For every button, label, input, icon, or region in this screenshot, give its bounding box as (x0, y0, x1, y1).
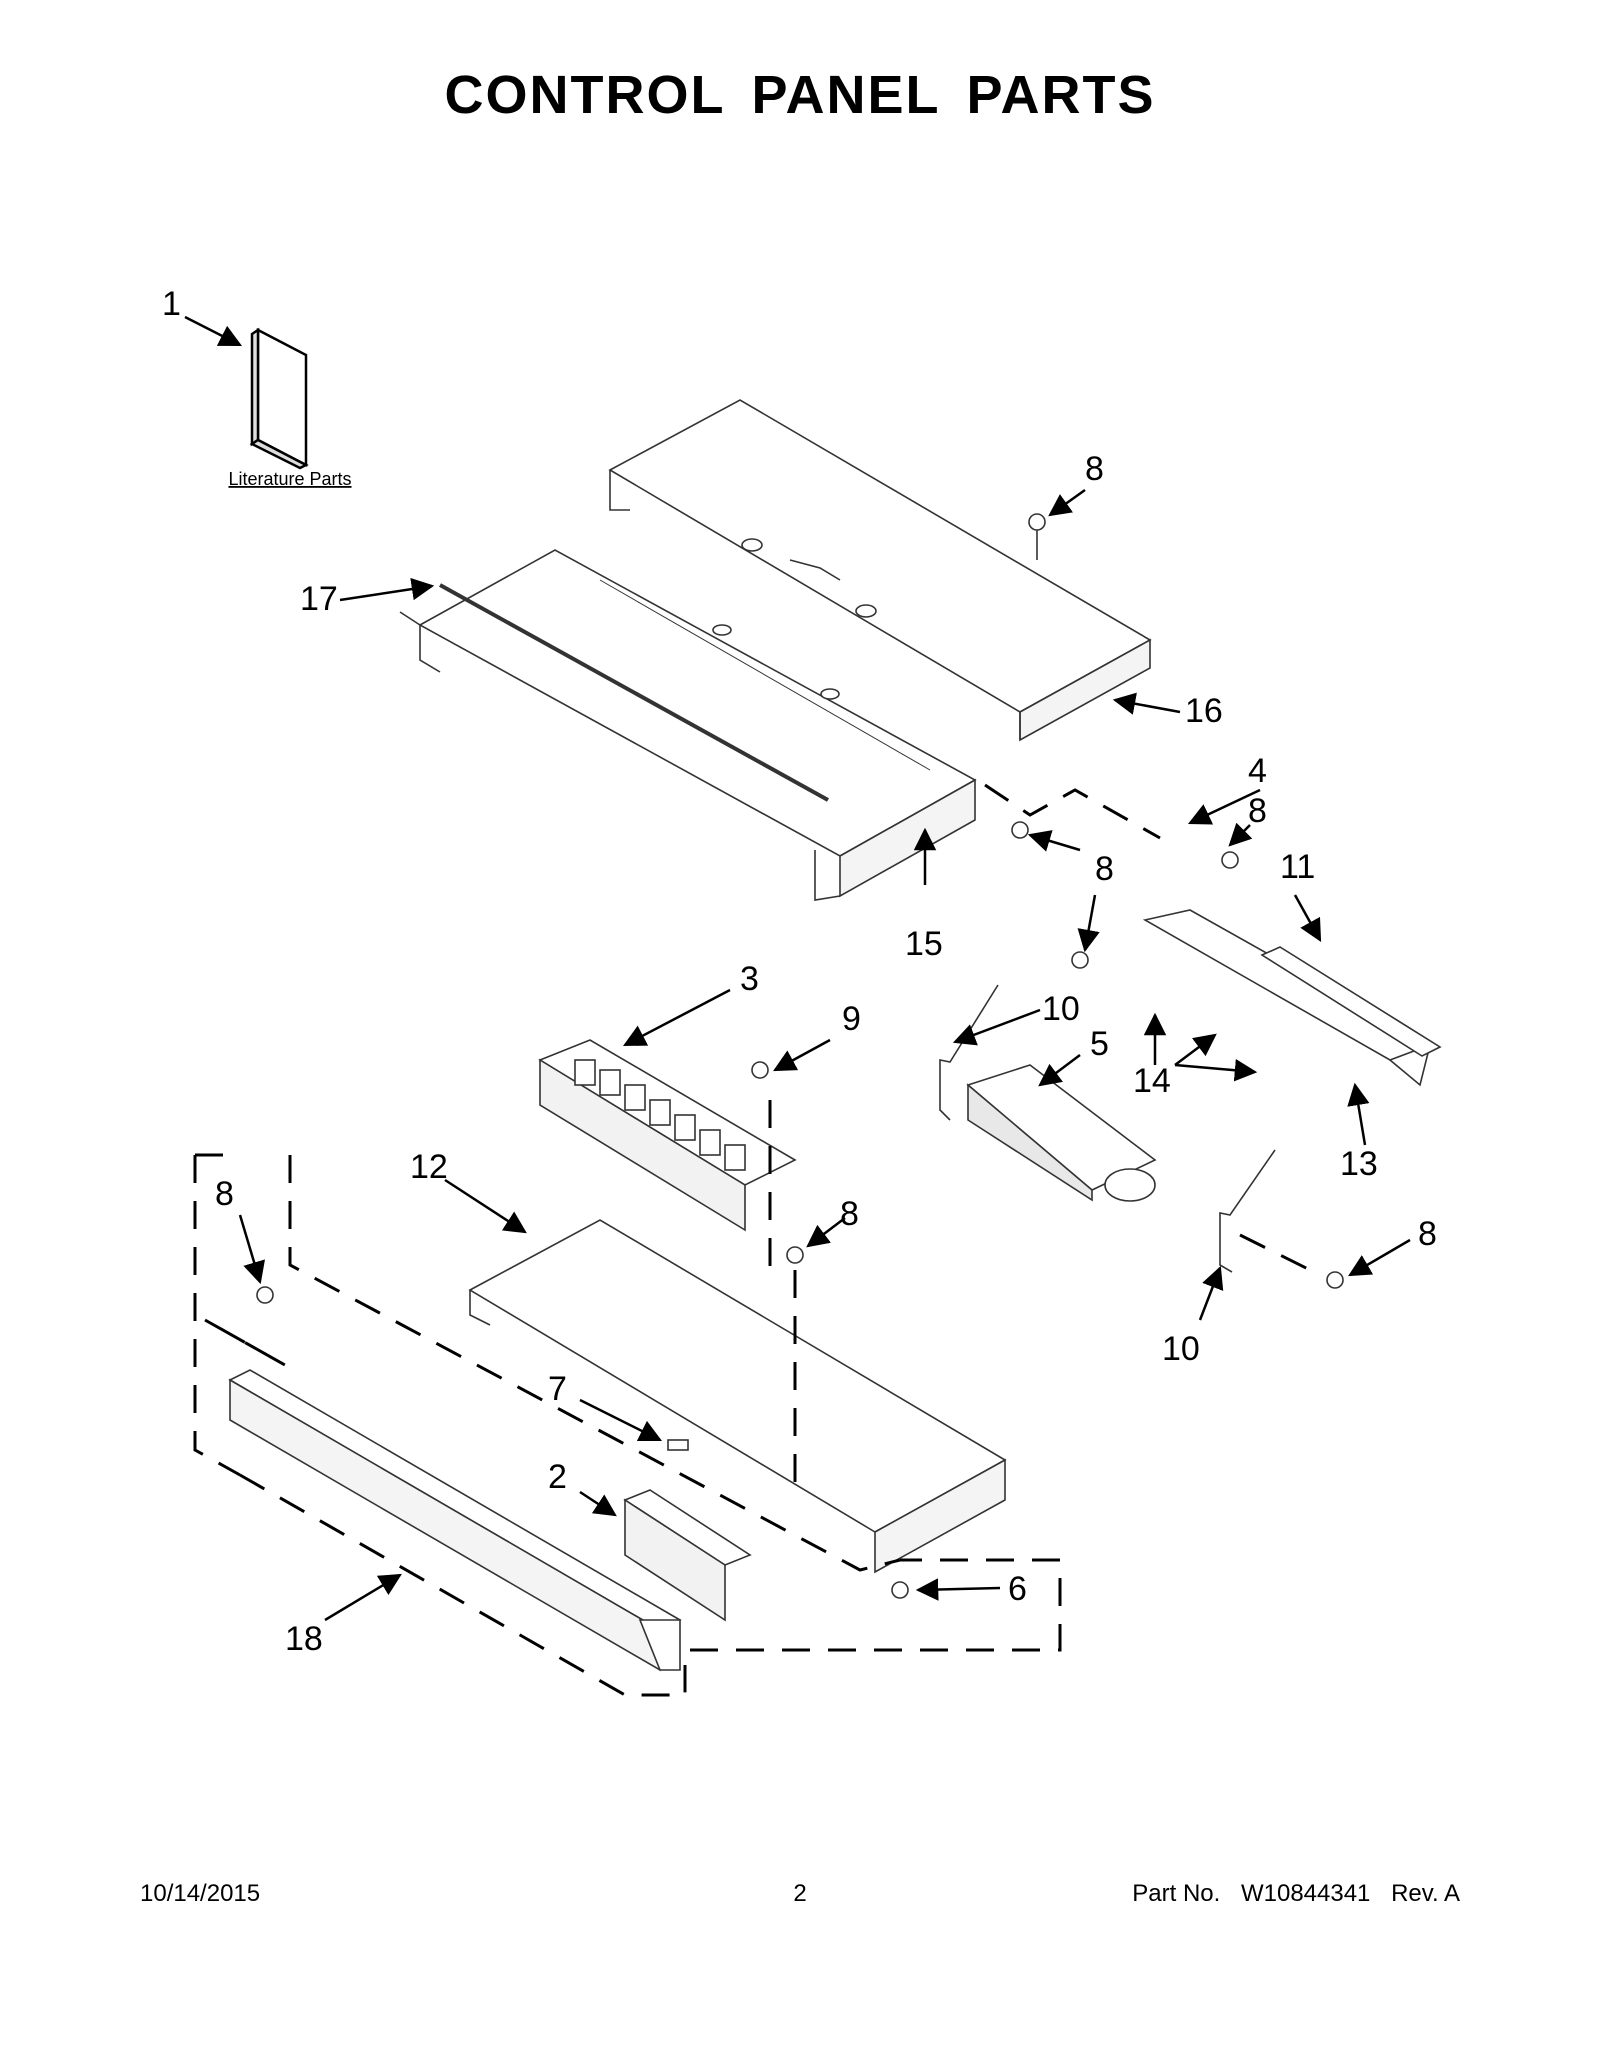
callout-7: 7 (548, 1370, 567, 1408)
callout-1: 1 (162, 285, 181, 323)
bottom-panel (468, 1219, 1007, 1574)
callout-14: 14 (1133, 1062, 1171, 1100)
insulation-strip (1260, 946, 1442, 1057)
console-trim (228, 1369, 682, 1672)
callout-13: 13 (1340, 1145, 1378, 1183)
assembly-lines (193, 783, 1321, 1697)
callout-4: 4 (1248, 752, 1267, 790)
callout-8: 8 (1095, 850, 1114, 888)
callout-8: 8 (1085, 450, 1104, 488)
sensor (667, 1439, 689, 1451)
callout-3: 3 (740, 960, 759, 998)
callout-arrows (184, 315, 1411, 1622)
mounting-bracket (1142, 909, 1432, 1087)
page-title: CONTROL PANEL PARTS (444, 65, 1156, 125)
side-bracket-right (1219, 1149, 1276, 1273)
user-interface-board (623, 1489, 752, 1622)
callout-10: 10 (1042, 990, 1080, 1028)
literature-book-icon (249, 327, 309, 470)
main-control-panel (399, 549, 977, 901)
callout-11: 11 (1280, 848, 1315, 886)
relay-board (538, 1039, 797, 1232)
upper-cover-panel (608, 399, 1152, 742)
callout-8: 8 (215, 1175, 234, 1213)
footer-revision: Rev. A (1391, 1880, 1460, 1907)
footer-part-label: Part No. (1132, 1880, 1221, 1907)
callout-10: 10 (1162, 1330, 1200, 1368)
footer-part-number: W10844341 (1240, 1880, 1371, 1907)
callout-8: 8 (1418, 1215, 1437, 1253)
callout-16: 16 (1185, 692, 1223, 730)
callout-5: 5 (1090, 1025, 1109, 1063)
screw-icon (256, 513, 1344, 1599)
callout-12: 12 (410, 1148, 448, 1186)
callout-8: 8 (840, 1195, 859, 1233)
callout-17: 17 (300, 580, 338, 618)
footer-date: 10/14/2015 (140, 1880, 261, 1907)
cooling-fan (966, 1064, 1157, 1202)
callout-15: 15 (905, 925, 943, 963)
callout-18: 18 (285, 1620, 323, 1658)
footer-page-number: 2 (793, 1880, 807, 1907)
callout-8: 8 (1248, 792, 1267, 830)
callout-2: 2 (548, 1458, 567, 1496)
callout-6: 6 (1008, 1570, 1027, 1608)
footer-part-info: Part No. W10844341 Rev. A (1132, 1880, 1460, 1908)
literature-parts-label: Literature Parts (228, 469, 351, 489)
callout-9: 9 (842, 1000, 861, 1038)
